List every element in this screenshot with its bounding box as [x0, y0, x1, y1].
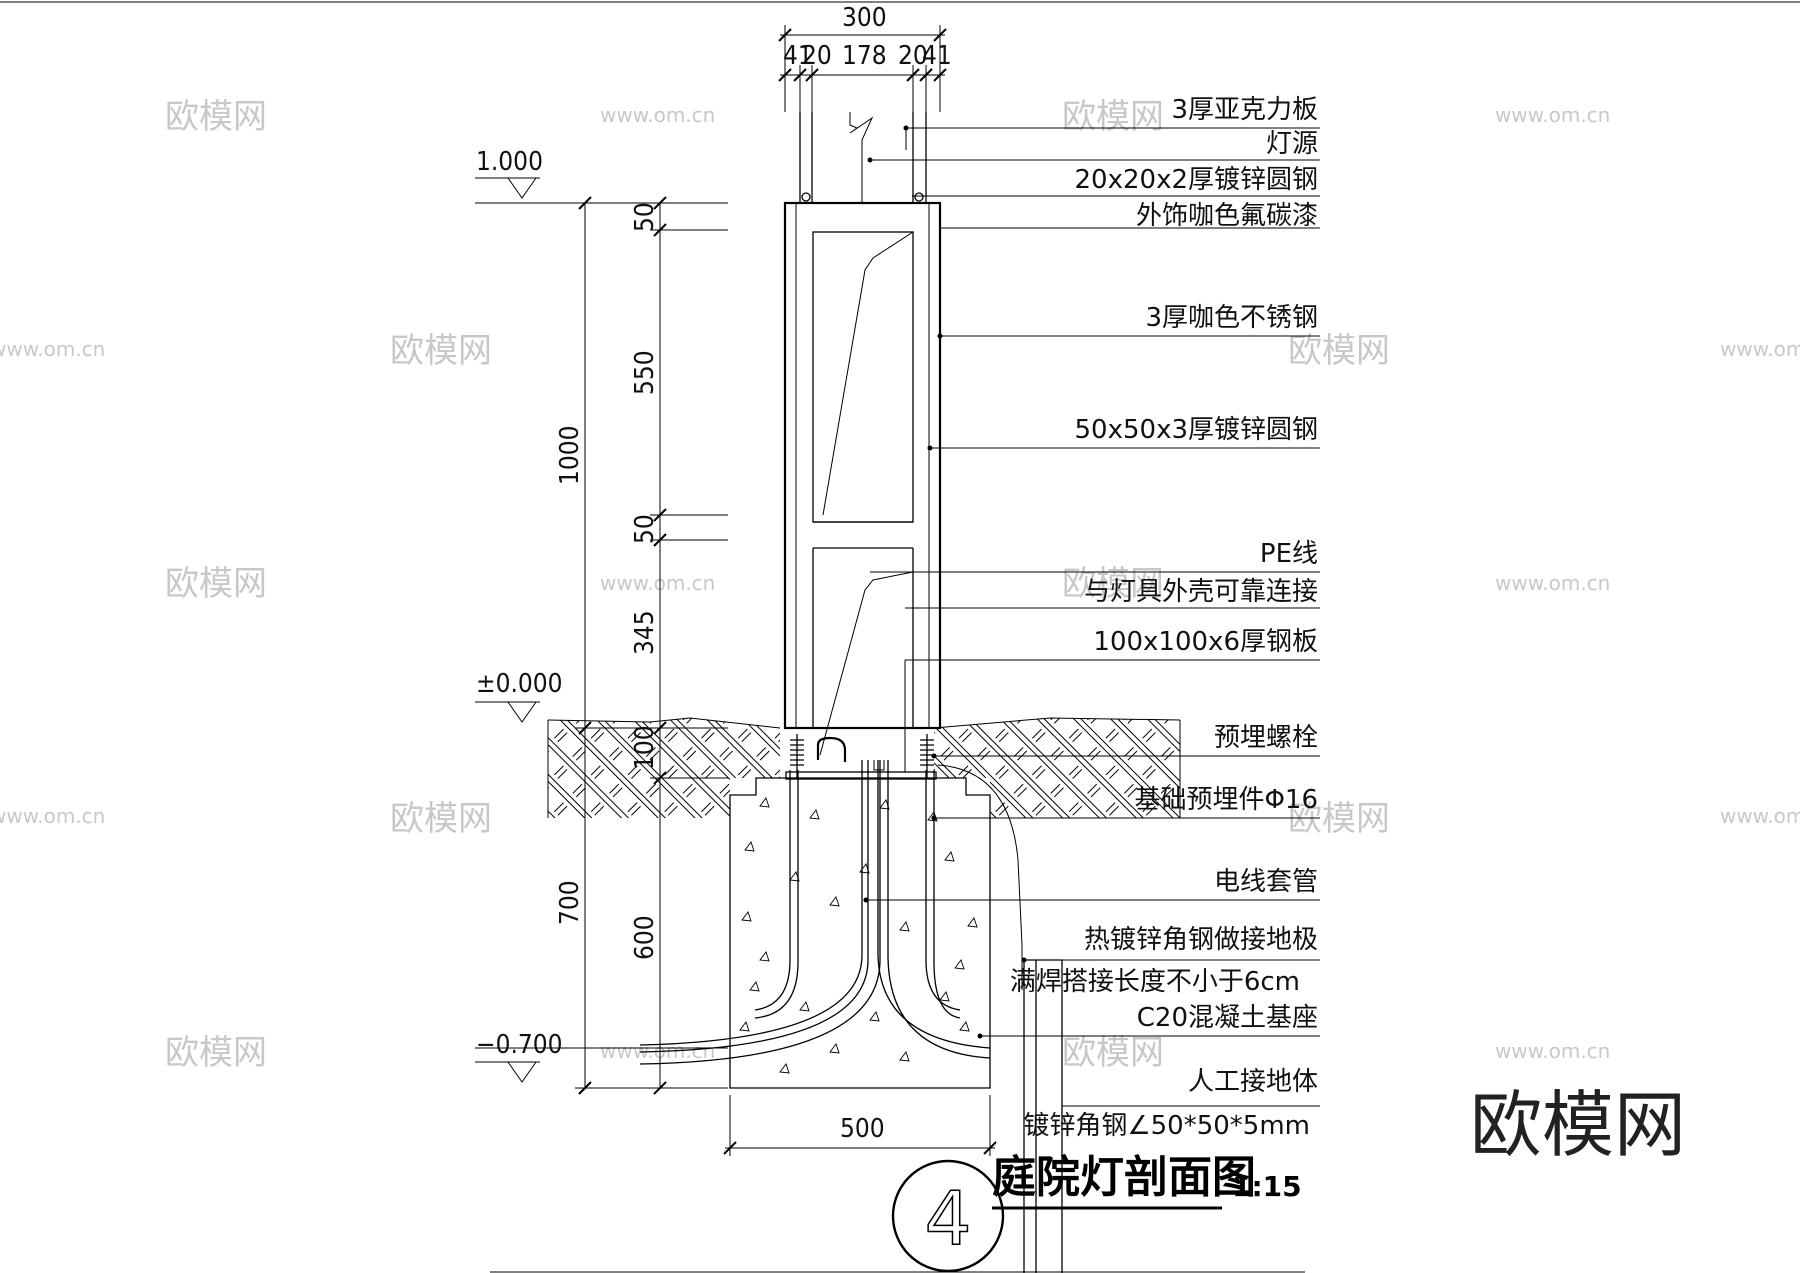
elevation-bottom: −0.700 [475, 1030, 563, 1083]
leader-lines [863, 125, 1320, 1107]
top-dimensions: 300 41 20 178 20 41 [778, 3, 952, 112]
watermark-url: www.om.cn [1495, 571, 1610, 595]
watermark-url: www.om.cn [600, 571, 715, 595]
watermark-url: www.om.cn [1495, 103, 1610, 127]
dim-600: 600 [630, 915, 660, 960]
concrete-base [639, 760, 991, 1089]
label-connection: 与灯具外壳可靠连接 [1084, 577, 1318, 607]
drawing-title: 庭院灯剖面图 [992, 1152, 1256, 1203]
labels: 3厚亚克力板 灯源 20x20x2厚镀锌圆钢 外饰咖色氟碳漆 3厚咖色不锈钢 5… [1010, 95, 1318, 1141]
watermark-url: www.om.cn [600, 103, 715, 127]
watermark-brand: 欧模网 [165, 564, 267, 604]
dim-50-mid: 50 [630, 514, 660, 544]
label-concrete-base: C20混凝土基座 [1137, 1003, 1318, 1033]
bottom-dimension: 500 [723, 1095, 997, 1156]
elevation-ground: ±0.000 [475, 669, 563, 723]
dim-50-top: 50 [630, 202, 660, 232]
elevation-ground-label: ±0.000 [476, 669, 563, 699]
label-light-source: 灯源 [1266, 129, 1318, 159]
label-angle-steel: 镀锌角钢∠50*50*5mm [1023, 1111, 1310, 1141]
label-steel-plate: 100x100x6厚钢板 [1093, 627, 1318, 657]
watermark-brand: 欧模网 [165, 1033, 267, 1073]
watermark-url: www.om.cn [0, 804, 105, 828]
watermark-url: www.om.cn [1720, 804, 1800, 828]
elevation-top: 1.000 [475, 147, 543, 199]
dim-550: 550 [630, 350, 660, 395]
dim-345: 345 [630, 610, 660, 655]
watermark-url: www.om.cn [1720, 337, 1800, 361]
watermark-brand: 欧模网 [1288, 799, 1390, 839]
watermark-brand: 欧模网 [390, 799, 492, 839]
lamp-post [783, 112, 1063, 1273]
watermark-brand: 欧模网 [1062, 1033, 1164, 1073]
dim-20-left: 20 [802, 41, 832, 71]
label-conduit: 电线套管 [1214, 867, 1318, 897]
label-acrylic-panel: 3厚亚克力板 [1171, 95, 1318, 125]
dim-300: 300 [842, 3, 887, 33]
label-fluorocarbon-paint: 外饰咖色氟碳漆 [1136, 201, 1318, 231]
label-anchor-bolt: 预埋螺栓 [1214, 723, 1318, 753]
label-weld-length: 满焊搭接长度不小于6cm [1010, 967, 1300, 997]
elevation-bottom-label: −0.700 [476, 1030, 563, 1060]
watermark-logo-large: 欧模网 [1470, 1083, 1686, 1167]
label-artificial-ground: 人工接地体 [1188, 1067, 1318, 1097]
dim-500: 500 [840, 1114, 885, 1144]
drawing-scale: 1:15 [1232, 1170, 1302, 1203]
watermark-brand: 欧模网 [1288, 331, 1390, 371]
dim-41-left: 41 [783, 41, 813, 71]
watermark-brand: 欧模网 [1062, 97, 1164, 137]
dim-700: 700 [555, 880, 585, 925]
label-grounding-angle: 热镀锌角钢做接地极 [1084, 925, 1318, 955]
label-steel-50: 50x50x3厚镀锌圆钢 [1075, 415, 1318, 445]
dim-20-right: 20 [898, 41, 928, 71]
watermark-layer: 欧模网 www.om.cn 欧模网 www.om.cn www.om.cn 欧模… [0, 97, 1800, 1167]
dim-1000: 1000 [555, 425, 585, 485]
title-block: 4 庭院灯剖面图 1:15 [891, 1152, 1302, 1273]
detail-circle [891, 1159, 1005, 1273]
watermark-url: www.om.cn [0, 337, 105, 361]
watermark-brand: 欧模网 [165, 97, 267, 137]
dim-41-right: 41 [922, 41, 952, 71]
label-pe-wire: PE线 [1260, 539, 1318, 569]
label-steel-20: 20x20x2厚镀锌圆钢 [1075, 165, 1318, 195]
watermark-url: www.om.cn [1495, 1039, 1610, 1063]
watermark-brand: 欧模网 [1062, 564, 1164, 604]
detail-number: 4 [924, 1176, 971, 1262]
left-dimensions: 1000 700 50 550 50 345 100 600 [555, 196, 728, 1095]
watermark-brand: 欧模网 [390, 331, 492, 371]
dim-100: 100 [630, 725, 660, 770]
label-stainless-steel: 3厚咖色不锈钢 [1145, 303, 1318, 333]
elevation-top-label: 1.000 [476, 147, 543, 177]
label-embedded-part: 基础预埋件Φ16 [1134, 785, 1318, 815]
dim-178: 178 [842, 41, 887, 71]
